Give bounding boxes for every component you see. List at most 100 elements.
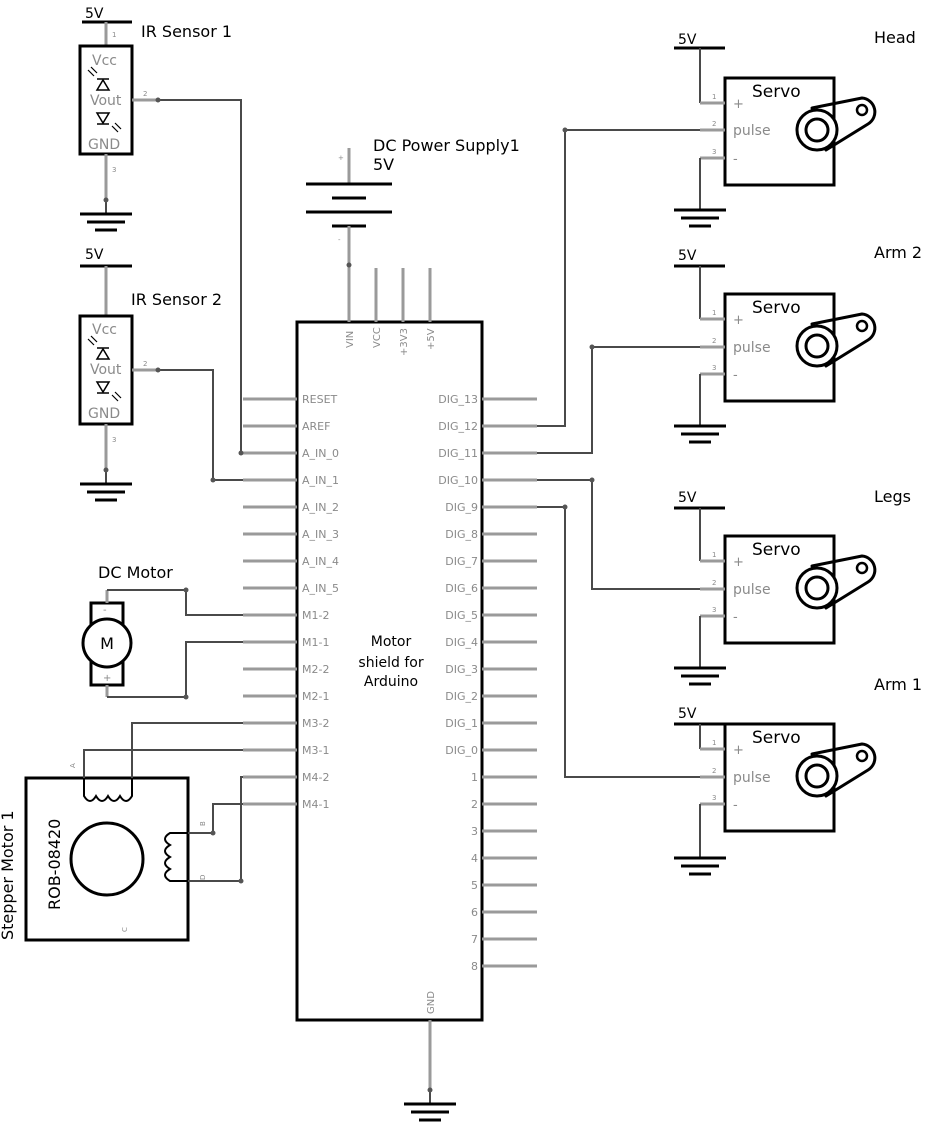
servo-legs-pin-num-1: 1: [712, 551, 716, 559]
servo-head-minus: -: [733, 152, 738, 167]
dc-motor-minus: -: [103, 605, 107, 616]
m4-2-pin-label: M4-2: [302, 771, 329, 784]
vcc-pin-label: VCC: [372, 327, 383, 348]
junction-dot: [210, 830, 216, 836]
servo-head-pin-num-2: 2: [712, 120, 716, 128]
servo-arm-1-minus: -: [733, 798, 738, 813]
ir1-vout-label: Vout: [90, 93, 122, 109]
servo-horn-icon: [795, 742, 877, 798]
shield-body: [295, 320, 484, 1022]
junction-dot: [589, 477, 595, 483]
servo-arm-2-plus: +: [733, 313, 744, 328]
servo-head: Head 5V Servo + pulse - 1 2 3: [674, 28, 916, 228]
photo-receiver-icon: [95, 112, 122, 133]
pin-4-label: 4: [471, 852, 478, 865]
coil-label-c: C: [121, 927, 129, 932]
right-pins: DIG_13 DIG_12 DIG_11 DIG_10 DIG_9 DIG_8 …: [438, 393, 537, 973]
battery-icon: [306, 182, 392, 228]
junction-dot: [155, 97, 161, 103]
a-in-3-pin-label: A_IN_3: [302, 528, 339, 541]
servo-legs-pin-num-3: 3: [712, 606, 716, 614]
servo-arm-2-supply-label: 5V: [678, 248, 697, 264]
ground-symbol-icon: [674, 424, 726, 444]
stepper-part-number: ROB-08420: [45, 819, 64, 910]
ir-sensor-1-title: IR Sensor 1: [141, 22, 232, 41]
junction-dot: [427, 1087, 433, 1093]
stepper-title: Stepper Motor 1: [0, 810, 17, 940]
shield-title-line-2: shield for: [358, 655, 423, 671]
dc-motor-title: DC Motor: [98, 563, 173, 582]
ir-sensor-2: IR Sensor 2 5V Vcc Vout GND 2 3: [78, 247, 222, 502]
a-in-2-pin-label: A_IN_2: [302, 501, 339, 514]
wire-coil-a2-to-m3-1: [83, 749, 243, 778]
dig-6-pin-label: DIG_6: [445, 582, 478, 595]
ir2-pin-num-2: 2: [143, 360, 147, 368]
wire-coil-b-to-m4-1: [188, 803, 243, 834]
servo-arm-2-pin-num-2: 2: [712, 337, 716, 345]
junction-dot: [103, 197, 109, 203]
servo-arm-2-pin-num-3: 3: [712, 364, 716, 372]
vin-pin-label: VIN: [345, 331, 356, 348]
servo-head-pulse: pulse: [733, 123, 771, 139]
coil-a-icon: [83, 778, 133, 802]
wire-coil-d-to-m4-2: [188, 776, 243, 882]
a-in-4-pin-label: A_IN_4: [302, 555, 339, 568]
servo-horn-icon: [795, 96, 877, 152]
dig-5-pin-label: DIG_5: [445, 609, 478, 622]
supply-minus-sign: -: [338, 236, 341, 244]
pin-6-label: 6: [471, 906, 478, 919]
arduino-motor-shield: Motor shield for Arduino VIN VCC +3V3 +5…: [243, 265, 537, 1122]
ir2-supply-label: 5V: [85, 247, 104, 263]
dig-0-pin-label: DIG_0: [445, 744, 478, 757]
servo-arm-1-title: Servo: [752, 728, 801, 748]
dig-3-pin-label: DIG_3: [445, 663, 478, 676]
servo-head-plus: +: [733, 97, 744, 112]
dig-12-pin-label: DIG_12: [438, 420, 478, 433]
servo-legs-pulse: pulse: [733, 582, 771, 598]
servo-arm-1-pin-num-2: 2: [712, 767, 716, 775]
dig-8-pin-label: DIG_8: [445, 528, 478, 541]
coil-label-d: D: [199, 875, 207, 880]
junction-dot: [238, 450, 244, 456]
servo-arm-2-minus: -: [733, 368, 738, 383]
junction-dot: [103, 467, 109, 473]
servo-arm-2: Arm 2 5V Servo + pulse - 1 2 3: [674, 243, 922, 444]
servo-head-pin-num-1: 1: [712, 93, 716, 101]
m3-2-pin-label: M3-2: [302, 717, 329, 730]
photo-receiver-icon: [95, 381, 122, 402]
junction-dot: [183, 587, 189, 593]
m1-2-pin-label: M1-2: [302, 609, 329, 622]
dig-1-pin-label: DIG_1: [445, 717, 478, 730]
shield-title-line-3: Arduino: [364, 674, 418, 690]
servo-arm-2-pulse: pulse: [733, 340, 771, 356]
servo-legs-pin-num-2: 2: [712, 579, 716, 587]
wire-coil-a-to-m3-2: [131, 722, 243, 778]
wire-ir2-to-a-in-1: [158, 369, 243, 481]
dig-11-pin-label: DIG_11: [438, 447, 478, 460]
wire-motor-minus-to-m1-2: [107, 589, 243, 616]
servo-arm-2-title: Servo: [752, 298, 801, 318]
stepper-motor: Stepper Motor 1 ROB-08420 A B C D: [0, 763, 207, 942]
wire-dig10-to-legs: [537, 479, 700, 590]
shield-title-line-1: Motor: [371, 634, 412, 650]
aref-pin-label: AREF: [302, 420, 330, 433]
coil-label-a: A: [69, 763, 77, 768]
3v3-pin-label: +3V3: [399, 328, 410, 356]
stepper-rotor-icon: [69, 821, 145, 897]
ground-symbol-icon: [404, 1090, 456, 1122]
motor-icon: [81, 617, 133, 669]
ir1-pin-num-1: 1: [112, 31, 116, 39]
ground-symbol-icon: [674, 666, 726, 686]
m3-1-pin-label: M3-1: [302, 744, 329, 757]
servo-arm-1-supply-label: 5V: [678, 706, 697, 722]
servo-head-name: Head: [874, 28, 916, 47]
ir2-pin-num-3: 3: [112, 436, 116, 444]
a-in-1-pin-label: A_IN_1: [302, 474, 339, 487]
ir1-pin-num-3: 3: [112, 166, 116, 174]
junction-dot: [562, 504, 568, 510]
m2-1-pin-label: M2-1: [302, 690, 329, 703]
servo-horn-icon: [795, 312, 877, 368]
junction-dot: [183, 694, 189, 700]
pin-7-label: 7: [471, 933, 478, 946]
supply-plus-sign: +: [338, 154, 344, 162]
